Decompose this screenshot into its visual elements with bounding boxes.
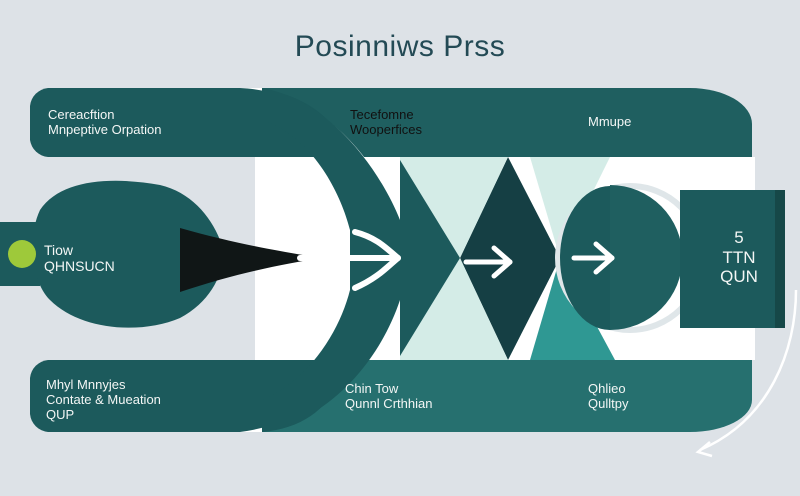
bottom-left-label: Mhyl Mnnyjes Contate & Mueation QUP [46, 377, 161, 423]
curved-band-shape [262, 88, 400, 432]
right-box-line2: TTN [722, 247, 756, 267]
arrow-2-icon [463, 245, 513, 279]
right-box-label: 5 TTN QUN [714, 228, 764, 287]
bottom-right-line2: Qulltpy [588, 395, 629, 411]
right-box-line3: QUN [720, 267, 758, 287]
top-left-line1: Cereacftion [48, 107, 115, 122]
triangle-accent-teal [530, 258, 615, 360]
funnel-arrow-black [180, 228, 320, 292]
right-box-edge [775, 190, 785, 328]
left-circle-label: Tiow QHNSUCN [44, 242, 115, 274]
right-box [680, 190, 775, 328]
bottom-center-label: Chin Tow Qunnl Crthhian [345, 381, 433, 412]
top-left-line2: Mnpeptive Orpation [48, 121, 162, 137]
bottom-left-line2: Contate & Mueation [46, 391, 161, 407]
right-half-disc [610, 185, 683, 330]
diamond-pale-right [530, 157, 610, 258]
top-right-label: Mmupe [588, 114, 632, 130]
bottom-left-line3: QUP [46, 406, 75, 422]
diamond-dark-center [460, 157, 560, 360]
arrow-1-icon [297, 229, 401, 291]
left-circle-line2: QHNSUCN [44, 258, 115, 275]
bottom-right-label: Qhlieo Qulltpy [588, 381, 629, 412]
bottom-left-line1: Mhyl Mnnyjes [46, 377, 126, 392]
top-right-line1: Mmupe [588, 114, 632, 129]
bottom-center-line1: Chin Tow [345, 381, 399, 396]
diamond-pale-center [460, 157, 508, 258]
arrow-3-icon [571, 241, 615, 275]
left-circle-line1: Tiow [44, 242, 74, 258]
diamond-dark-left [400, 160, 460, 356]
return-arc-arrow [699, 289, 798, 452]
diagram-title: Posinniws Prss [294, 30, 506, 63]
diamond-pale-center-2 [460, 258, 508, 360]
bottom-center-line2: Qunnl Crthhian [345, 395, 433, 411]
top-center-line2: Wooperfices [350, 121, 423, 137]
top-band-teal [262, 88, 752, 157]
top-left-label: Cereacftion Mnpeptive Orpation [48, 107, 162, 138]
bottom-band-teal [262, 360, 752, 432]
left-circle-shape [32, 180, 224, 328]
right-box-line1: 5 [734, 228, 744, 247]
top-center-line1: Tecefomne [350, 107, 414, 122]
bottom-right-line1: Qhlieo [588, 381, 626, 396]
top-center-label: Tecefomne Wooperfices [350, 107, 423, 138]
lime-dot-icon [8, 240, 36, 268]
return-arc-arrowhead [695, 441, 713, 458]
